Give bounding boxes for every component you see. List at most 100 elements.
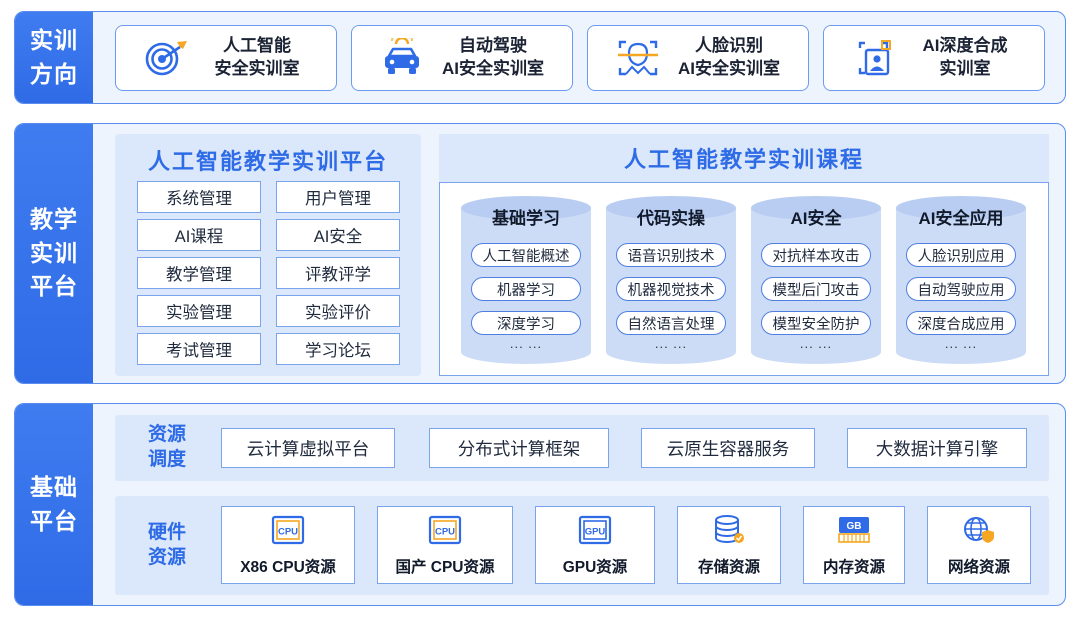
course-pill[interactable]: 对抗样本攻击 [761, 243, 871, 267]
course-column-coding: 代码实操 语音识别技术 机器视觉技术 自然语言处理 ... ... [605, 195, 737, 365]
platform-item[interactable]: AI课程 [137, 219, 261, 251]
hardware-resources-label: 硬件 资源 [139, 496, 195, 595]
car-icon [376, 36, 428, 80]
hardware-item-x86-cpu[interactable]: CPU X86 CPU资源 [221, 506, 355, 584]
more-ellipsis: ... ... [509, 336, 543, 351]
card-title-line: 人工智能 [223, 36, 291, 56]
platform-item[interactable]: 系统管理 [137, 181, 261, 213]
globe-shield-icon [962, 515, 996, 545]
section-label-line: 教学 [30, 206, 78, 233]
course-pill[interactable]: 人脸识别应用 [906, 243, 1016, 267]
teaching-platform-label: 教学 实训 平台 [15, 124, 93, 383]
course-pill[interactable]: 语音识别技术 [616, 243, 726, 267]
training-direction-section: 实训 方向 人工智能 安全实训室 [14, 11, 1066, 104]
course-pill[interactable]: 自动驾驶应用 [906, 277, 1016, 301]
card-title-line: AI安全实训室 [442, 59, 544, 78]
course-column-title: AI安全应用 [918, 209, 1004, 228]
more-ellipsis: ... ... [799, 336, 833, 351]
portrait-frame-icon [848, 36, 900, 80]
card-title-line: 实训室 [939, 59, 991, 78]
course-body: 基础学习 人工智能概述 机器学习 深度学习 ... ... 代码实操 语音识别技… [439, 182, 1049, 376]
section-label-line: 实训 [30, 239, 78, 266]
course-column-title: 代码实操 [637, 209, 705, 228]
scheduling-item[interactable]: 云原生容器服务 [641, 428, 815, 468]
resource-scheduling-row: 资源 调度 云计算虚拟平台 分布式计算框架 云原生容器服务 大数据计算引擎 [115, 415, 1049, 481]
course-pill[interactable]: 深度合成应用 [906, 311, 1016, 335]
gpu-chip-icon: GPU [577, 515, 613, 545]
section-label-line: 实训 [30, 27, 78, 54]
section-label-line: 平台 [30, 273, 78, 300]
course-pill[interactable]: 深度学习 [471, 311, 581, 335]
platform-item[interactable]: 考试管理 [137, 333, 261, 365]
course-title: 人工智能教学实训课程 [439, 134, 1049, 182]
hardware-item-network[interactable]: 网络资源 [927, 506, 1031, 584]
platform-item[interactable]: 教学管理 [137, 257, 261, 289]
cpu-chip-icon: CPU [427, 515, 463, 545]
platform-item[interactable]: 评教评学 [276, 257, 400, 289]
row-label-line: 调度 [147, 449, 186, 470]
course-pill[interactable]: 自然语言处理 [616, 311, 726, 335]
direction-card-deep-synthesis[interactable]: AI深度合成 实训室 [823, 25, 1045, 91]
cpu-chip-icon: CPU [270, 515, 306, 545]
card-title-line: AI安全实训室 [678, 59, 780, 78]
platform-item[interactable]: 用户管理 [276, 181, 400, 213]
target-icon [140, 36, 192, 80]
course-column-ai-security-apps: AI安全应用 人脸识别应用 自动驾驶应用 深度合成应用 ... ... [895, 195, 1027, 365]
platform-item[interactable]: AI安全 [276, 219, 400, 251]
chip-icon-text: CPU [435, 527, 455, 538]
course-column-basics: 基础学习 人工智能概述 机器学习 深度学习 ... ... [460, 195, 592, 365]
memory-gb-icon: GB [836, 515, 872, 545]
direction-card-ai-security[interactable]: 人工智能 安全实训室 [115, 25, 337, 91]
course-pill[interactable]: 机器学习 [471, 277, 581, 301]
platform-item[interactable]: 学习论坛 [276, 333, 400, 365]
course-pill[interactable]: 模型后门攻击 [761, 277, 871, 301]
resource-scheduling-label: 资源 调度 [139, 415, 195, 481]
teaching-platform-panel: 人工智能教学实训平台 系统管理 用户管理 AI课程 AI安全 教学管理 评教评学… [115, 134, 421, 376]
scheduling-item[interactable]: 大数据计算引擎 [847, 428, 1027, 468]
card-title-line: AI深度合成 [922, 36, 1008, 56]
section-label-line: 方向 [30, 60, 78, 87]
card-title-line: 人脸识别 [695, 36, 763, 56]
hardware-item-gpu[interactable]: GPU GPU资源 [535, 506, 655, 584]
course-pill[interactable]: 机器视觉技术 [616, 277, 726, 301]
scheduling-item[interactable]: 分布式计算框架 [429, 428, 609, 468]
platform-item[interactable]: 实验管理 [137, 295, 261, 327]
more-ellipsis: ... ... [944, 336, 978, 351]
direction-card-face-recognition[interactable]: 人脸识别 AI安全实训室 [587, 25, 809, 91]
course-pill[interactable]: 模型安全防护 [761, 311, 871, 335]
chip-icon-text: GPU [585, 527, 606, 538]
hardware-item-domestic-cpu[interactable]: CPU 国产 CPU资源 [377, 506, 513, 584]
course-column-ai-security: AI安全 对抗样本攻击 模型后门攻击 模型安全防护 ... ... [750, 195, 882, 365]
teaching-platform-section: 教学 实训 平台 人工智能教学实训平台 系统管理 用户管理 AI课程 AI安全 … [14, 123, 1066, 384]
section-label-line: 平台 [30, 507, 78, 534]
card-title-line: 安全实训室 [214, 59, 300, 78]
hardware-item-label: 网络资源 [947, 559, 1010, 576]
course-pill[interactable]: 人工智能概述 [471, 243, 581, 267]
database-icon [712, 515, 746, 545]
face-scan-icon [612, 36, 664, 80]
course-column-title: 基础学习 [492, 209, 560, 228]
row-label-line: 资源 [147, 424, 186, 446]
course-panel: 人工智能教学实训课程 基础学习 人工智能概述 机器学习 深度学习 ... ... [439, 134, 1049, 376]
hardware-item-memory[interactable]: GB 内存资源 [803, 506, 905, 584]
hardware-item-label: X86 CPU资源 [240, 559, 336, 576]
scheduling-item[interactable]: 云计算虚拟平台 [221, 428, 395, 468]
base-platform-label: 基础 平台 [15, 404, 93, 605]
base-platform-section: 基础 平台 资源 调度 云计算虚拟平台 分布式计算框架 云原生容器服务 大数据计… [14, 403, 1066, 606]
row-label-line: 硬件 [147, 521, 186, 543]
hardware-item-label: GPU资源 [562, 559, 628, 576]
direction-card-autonomous-driving[interactable]: 自动驾驶 AI安全实训室 [351, 25, 573, 91]
chip-icon-text: CPU [278, 527, 298, 538]
more-ellipsis: ... ... [654, 336, 688, 351]
hardware-item-label: 国产 CPU资源 [395, 559, 495, 576]
course-column-title: AI安全 [790, 209, 842, 228]
card-title-line: 自动驾驶 [459, 36, 527, 56]
platform-title: 人工智能教学实训平台 [147, 149, 388, 174]
hardware-item-label: 存储资源 [697, 559, 760, 576]
hardware-item-storage[interactable]: 存储资源 [677, 506, 781, 584]
platform-item[interactable]: 实验评价 [276, 295, 400, 327]
training-direction-label: 实训 方向 [15, 12, 93, 103]
hardware-item-label: 内存资源 [822, 559, 885, 576]
hardware-resources-row: 硬件 资源 CPU X86 CPU资源 CPU 国产 CPU资源 [115, 496, 1049, 595]
chip-icon-text: GB [847, 521, 862, 532]
